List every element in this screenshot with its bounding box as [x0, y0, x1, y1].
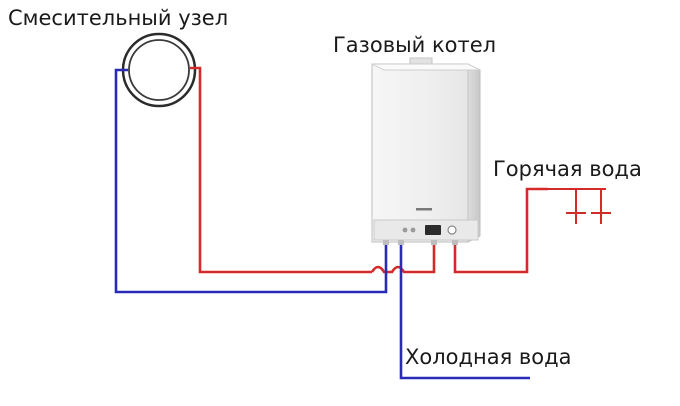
hot-water-taps-icon — [566, 189, 611, 224]
mixing-unit-label: Смесительный узел — [8, 6, 229, 30]
mixing-unit-icon — [121, 32, 197, 108]
cold-water-pipes — [114, 68, 530, 380]
hot-water-label: Горячая вода — [493, 157, 642, 181]
boiler-display-icon — [425, 225, 441, 235]
hot-pipe-mixer-return — [190, 66, 372, 274]
hot-pipe-crossover — [370, 242, 436, 274]
cold-pipe-inlet — [399, 236, 530, 380]
gas-boiler-label: Газовый котел — [333, 33, 497, 57]
cold-water-label: Холодная вода — [405, 345, 572, 369]
hot-pipe-outlet — [453, 187, 548, 274]
gas-boiler-icon — [371, 57, 481, 245]
boiler-knob-icon — [447, 225, 457, 235]
cold-pipe-mixer-supply — [114, 68, 388, 294]
hot-water-pipes — [190, 66, 606, 274]
